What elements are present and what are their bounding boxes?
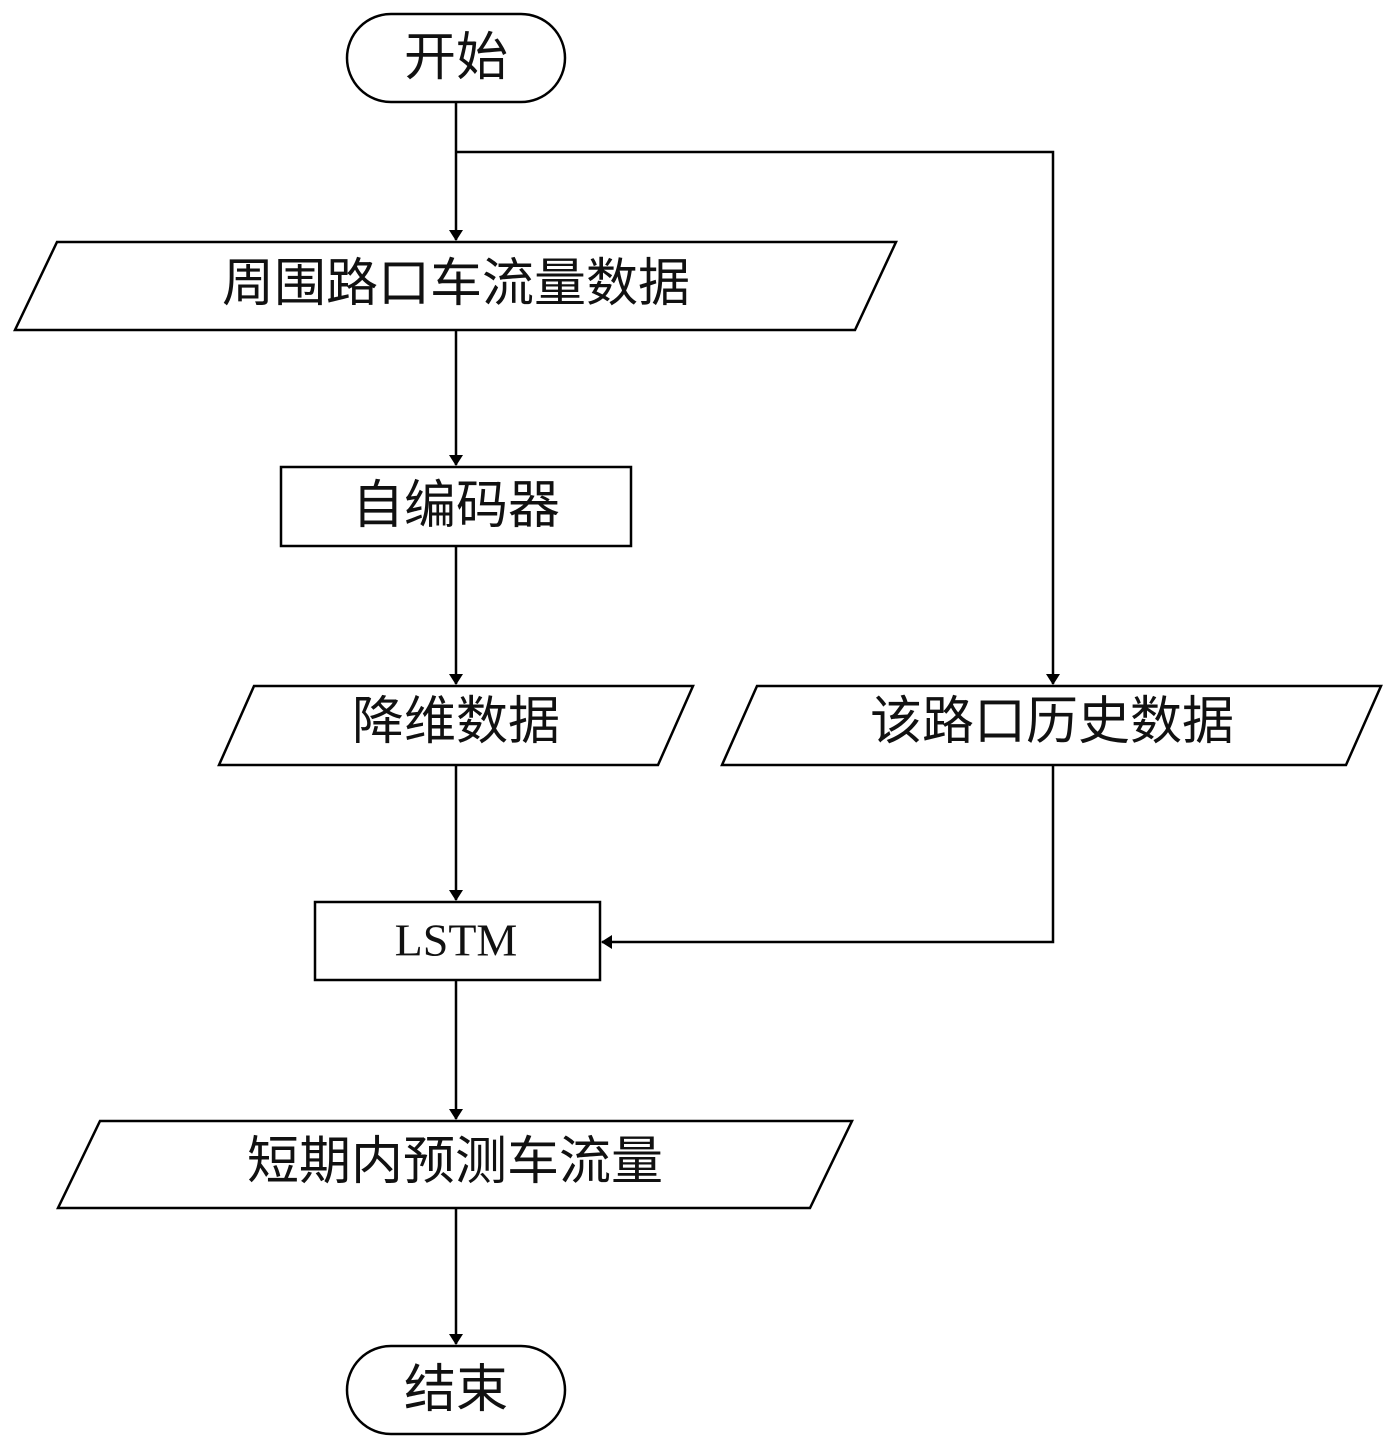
end-label: 结束 xyxy=(404,1360,508,1420)
prediction-data-shape xyxy=(56,1119,854,1210)
node-history-data: 该路口历史数据 xyxy=(720,684,1383,767)
node-reduced-data: 降维数据 xyxy=(217,684,695,767)
history-data-label: 该路口历史数据 xyxy=(870,692,1234,752)
lstm-label: LSTM xyxy=(395,915,518,966)
node-prediction: 短期内预测车流量 xyxy=(56,1119,854,1210)
history-data-data-shape xyxy=(720,684,1383,767)
lstm-process-shape xyxy=(313,900,602,982)
surrounding-flow-label: 周围路口车流量数据 xyxy=(222,254,690,314)
node-start: 开始 xyxy=(345,12,567,104)
node-surrounding-flow: 周围路口车流量数据 xyxy=(13,240,898,332)
start-terminator-shape xyxy=(345,12,567,104)
reduced-data-data-shape xyxy=(217,684,695,767)
edge-history-data-to-lstm xyxy=(601,765,1055,949)
node-end: 结束 xyxy=(345,1344,567,1436)
autoencoder-label: 自编码器 xyxy=(352,476,560,536)
edge-start-to-history-data xyxy=(456,150,1060,685)
start-label: 开始 xyxy=(404,28,508,88)
end-terminator-shape xyxy=(345,1344,567,1436)
prediction-label: 短期内预测车流量 xyxy=(247,1132,663,1192)
edges xyxy=(449,102,1060,1345)
reduced-data-label: 降维数据 xyxy=(352,692,560,752)
node-autoencoder: 自编码器 xyxy=(279,465,633,548)
surrounding-flow-data-shape xyxy=(13,240,898,332)
autoencoder-process-shape xyxy=(279,465,633,548)
node-lstm: LSTM xyxy=(313,900,602,982)
